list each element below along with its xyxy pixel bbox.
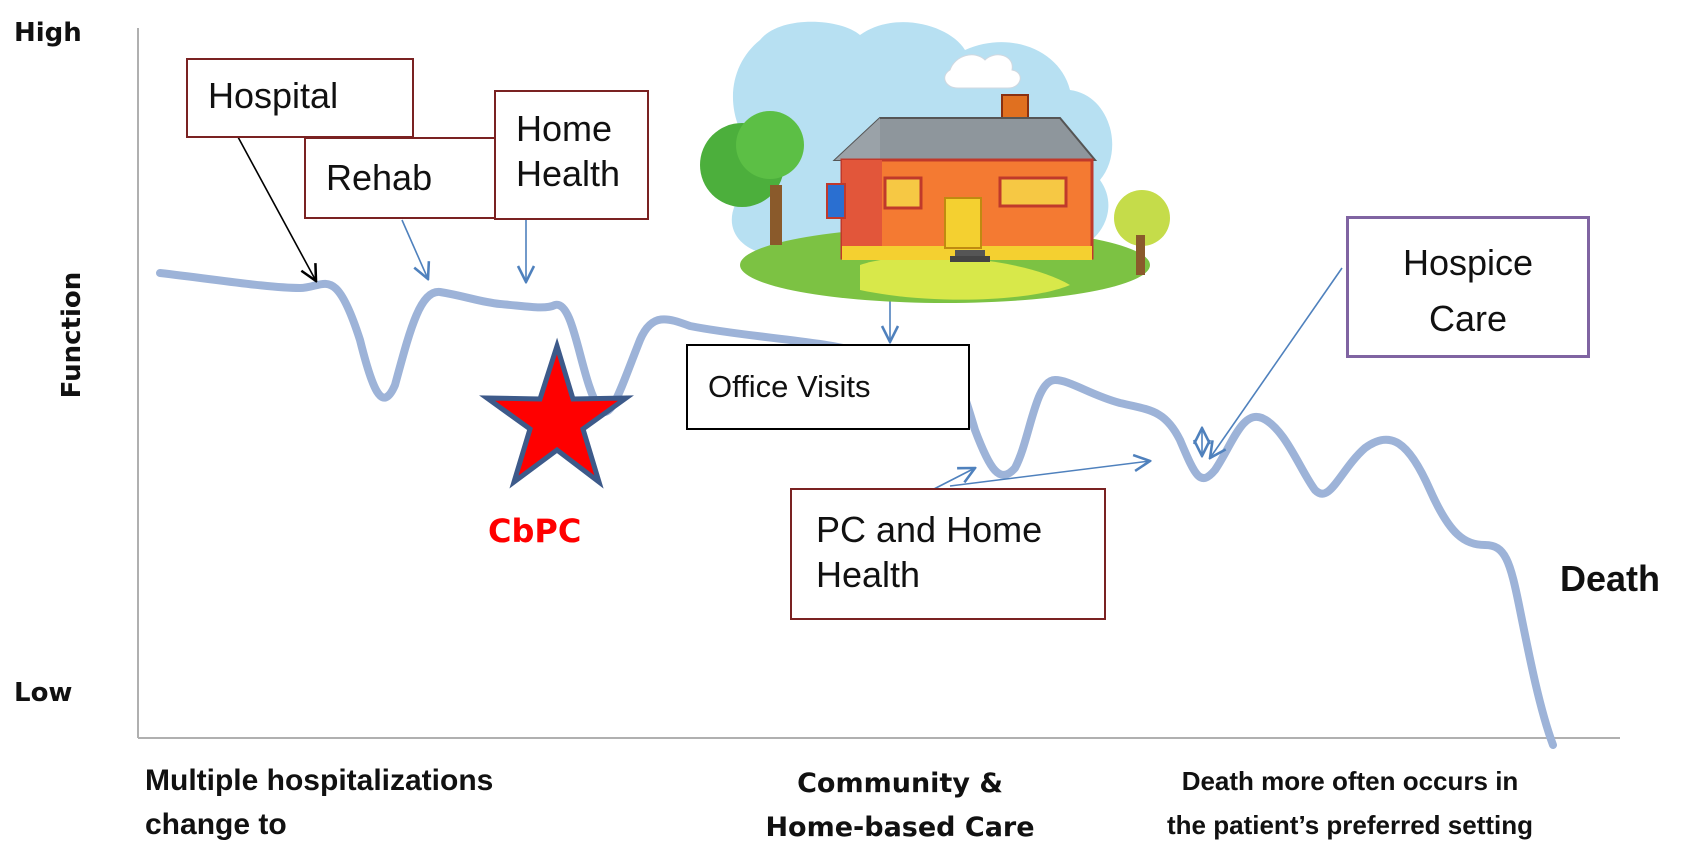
house-illustration-icon — [700, 21, 1170, 303]
hospital-box: Hospital — [186, 58, 414, 138]
hospice-line2: Care — [1428, 298, 1508, 339]
hospice-line1: Hospice — [1402, 242, 1534, 283]
pc-home-arrow-b — [949, 461, 1150, 487]
office-visits-box: Office Visits — [686, 344, 970, 430]
pc-home-health-box: PC and Home Health — [790, 488, 1106, 620]
cbpc-label: CbPC — [488, 512, 582, 550]
footer-right-line1: Death more often occurs in — [1181, 766, 1519, 796]
y-axis-high-label: High — [14, 18, 82, 48]
hospice-care-box: Hospice Care — [1346, 216, 1590, 358]
rehab-arrow — [401, 219, 428, 279]
hospital-box-label: Hospital — [208, 75, 339, 116]
pc-home-arrow-a — [931, 468, 975, 491]
rehab-box: Rehab — [304, 137, 496, 219]
footer-left-line2: change to — [145, 808, 287, 841]
rehab-box-label: Rehab — [326, 157, 433, 198]
pc-home-line1: PC and Home — [816, 509, 1043, 550]
office-visits-label: Office Visits — [708, 369, 871, 404]
home-health-line1: Home — [516, 108, 613, 149]
home-health-line2: Health — [516, 153, 621, 194]
footer-middle-line1: Community & — [797, 768, 1003, 799]
y-axis-title: Function — [57, 271, 87, 399]
hospital-arrow — [237, 136, 316, 281]
cbpc-star-icon — [479, 337, 634, 489]
home-health-box: Home Health — [494, 90, 649, 220]
footer-middle-line2: Home-based Care — [765, 812, 1035, 843]
y-axis-low-label: Low — [14, 678, 73, 708]
footer-right-line2: the patient’s preferred setting — [1167, 810, 1533, 840]
footer-left-line1: Multiple hospitalizations — [145, 764, 494, 797]
pc-home-line2: Health — [816, 554, 921, 595]
death-label: Death — [1560, 558, 1661, 599]
hospice-arrow — [1210, 267, 1343, 458]
